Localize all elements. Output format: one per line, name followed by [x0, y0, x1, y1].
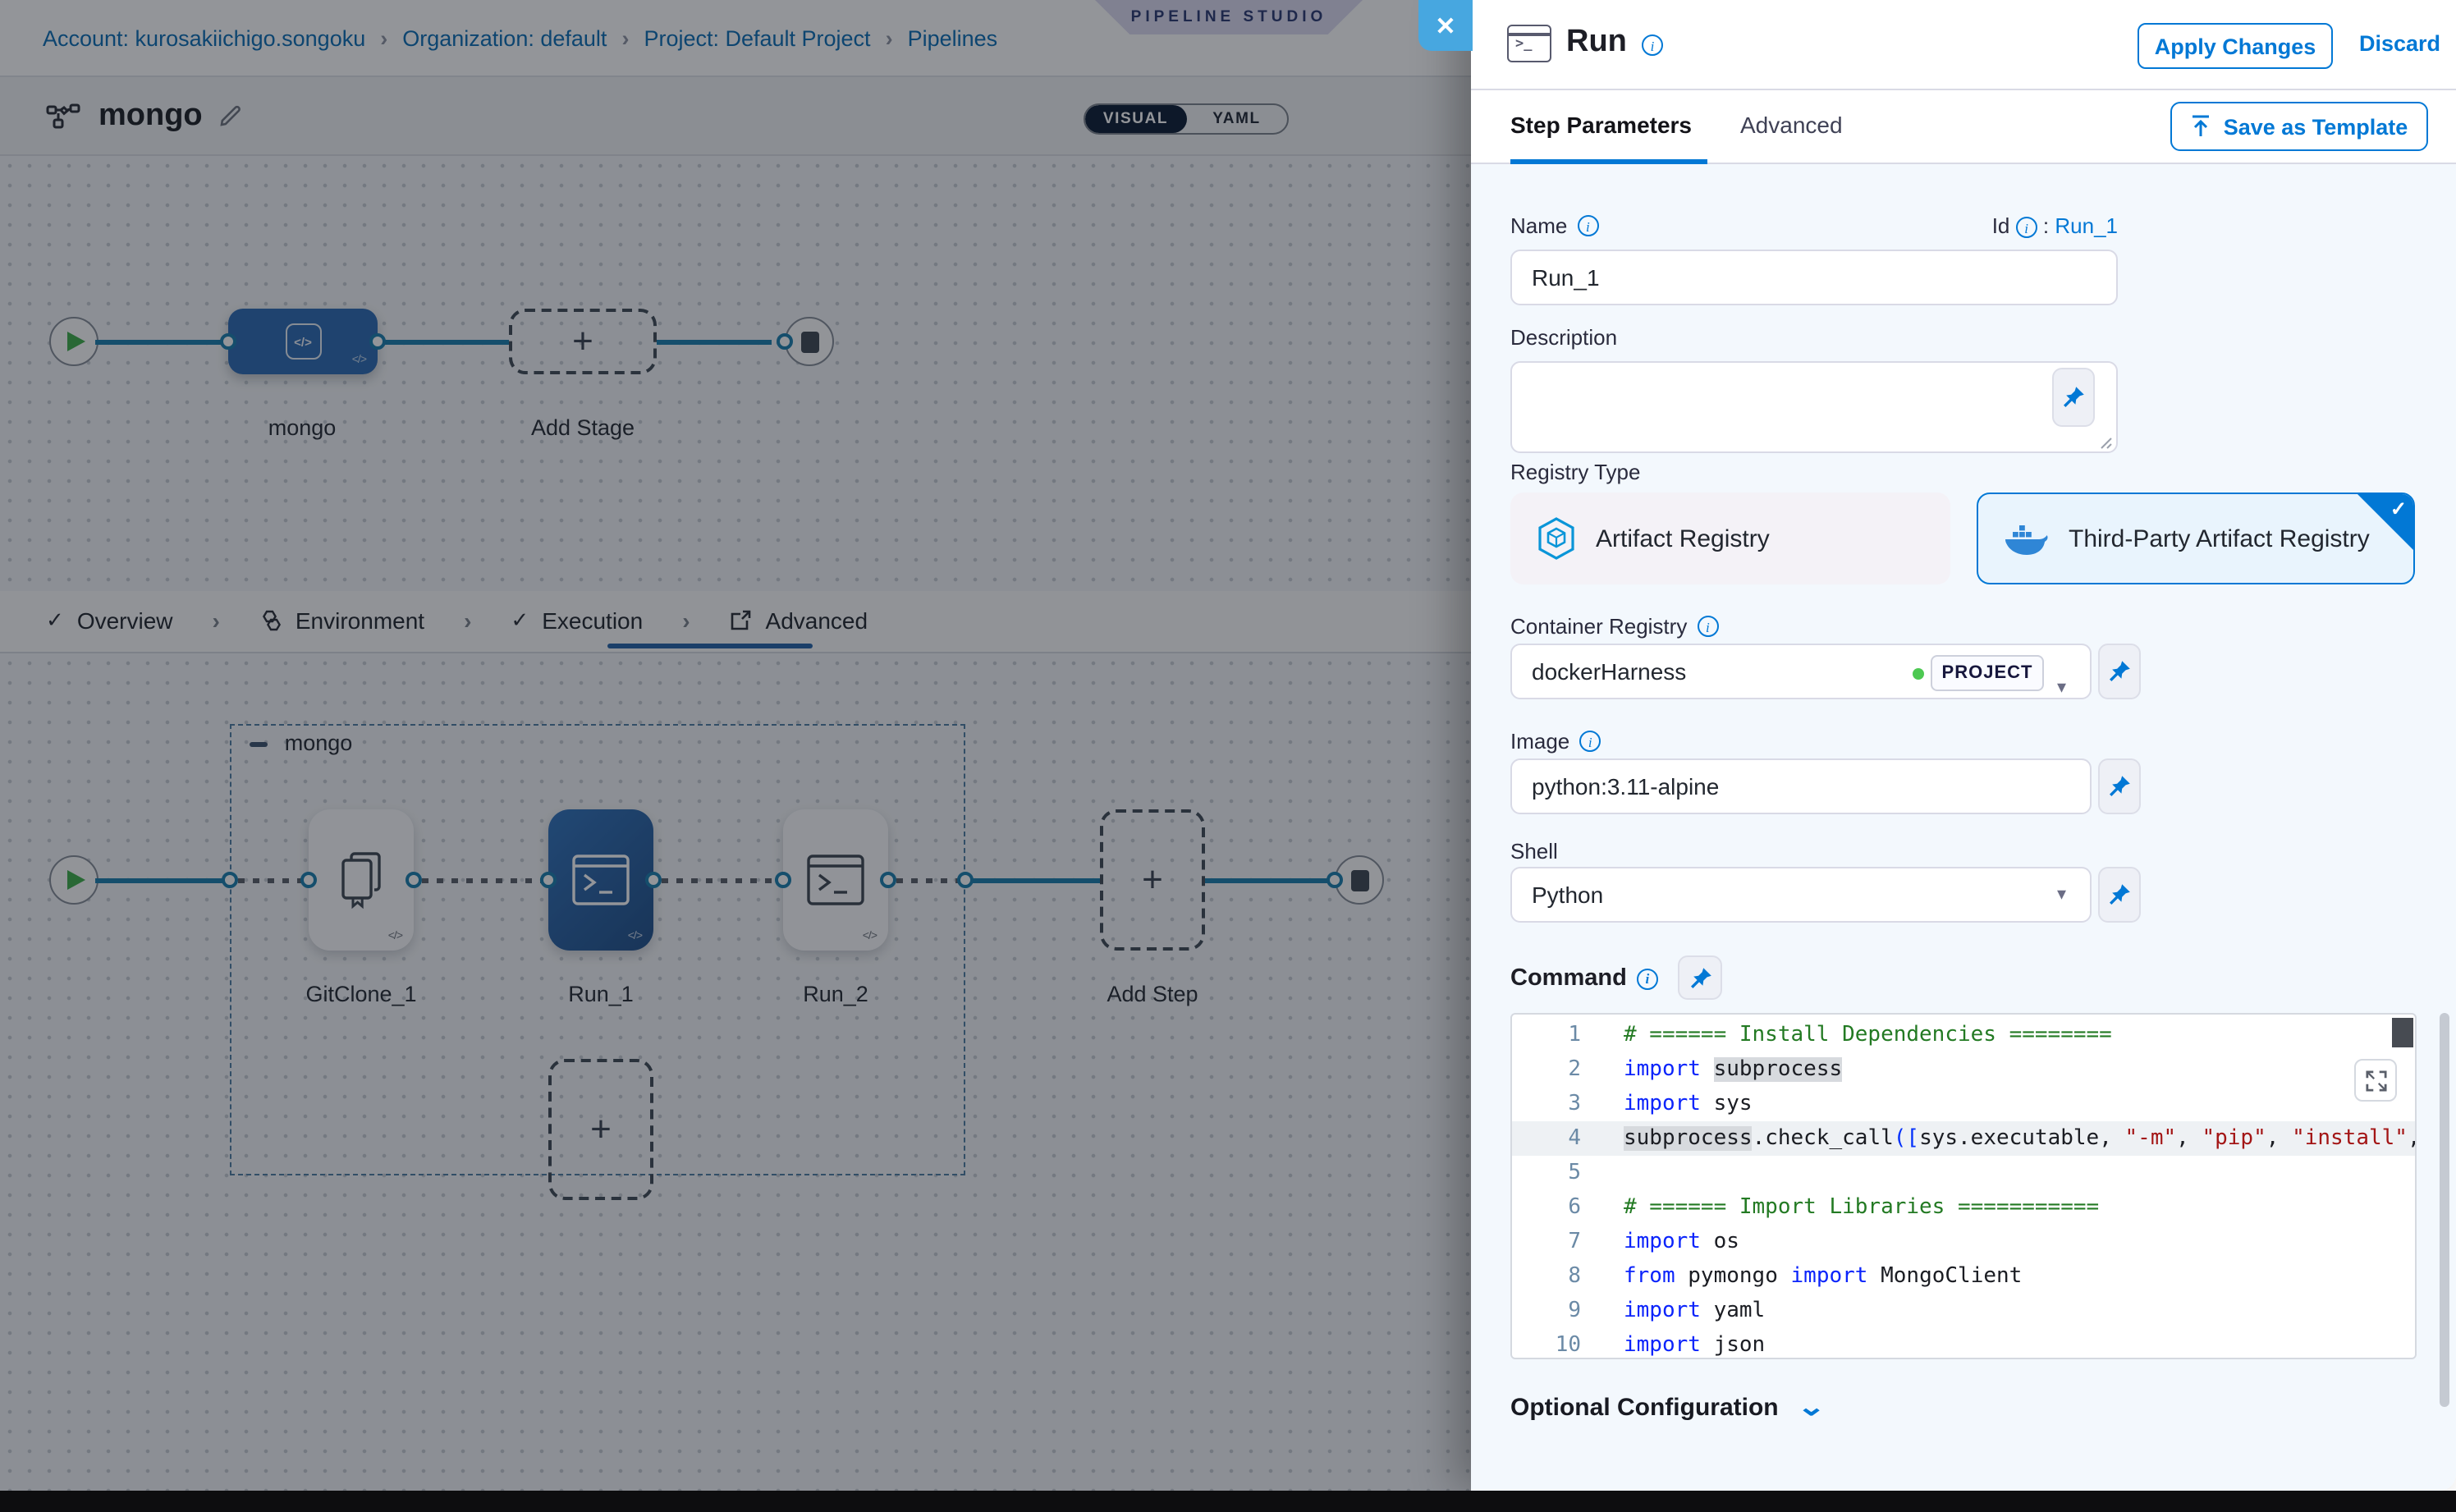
container-registry-field[interactable]: dockerHarness PROJECT ▾: [1510, 644, 2092, 699]
shell-select[interactable]: Python ▾: [1510, 867, 2092, 923]
modal-dim-overlay: [0, 0, 1473, 1491]
scope-badge: PROJECT: [1931, 655, 2044, 691]
pipeline-studio-canvas: Account: kurosakiichigo.songoku › Organi…: [0, 0, 1473, 1491]
panel-tabs: Step Parameters Advanced Save as Templat…: [1471, 90, 2456, 164]
line-number: 9: [1512, 1294, 1581, 1328]
registry-option-label: Third-Party Artifact Registry: [2069, 525, 2370, 552]
code-line[interactable]: 10import json: [1512, 1328, 2415, 1359]
expand-icon: [2365, 1070, 2386, 1091]
pin-icon: [2108, 775, 2131, 798]
line-number: 5: [1512, 1156, 1581, 1190]
info-icon[interactable]: i: [1697, 616, 1718, 637]
code-line[interactable]: 9import yaml: [1512, 1294, 2415, 1328]
info-icon[interactable]: i: [2016, 217, 2037, 238]
panel-scrollbar[interactable]: [2440, 1013, 2449, 1407]
command-code-editor[interactable]: 1# ====== Install Dependencies ========2…: [1510, 1013, 2417, 1359]
save-as-template-button[interactable]: Save as Template: [2170, 102, 2428, 151]
code-line[interactable]: 8from pymongo import MongoClient: [1512, 1259, 2415, 1294]
pin-icon: [2062, 386, 2085, 409]
connector-status-dot: [1913, 668, 1924, 680]
code-line[interactable]: 6# ====== Import Libraries ===========: [1512, 1190, 2415, 1225]
line-number: 2: [1512, 1052, 1581, 1087]
shell-label: Shell: [1510, 839, 1558, 864]
tab-advanced-panel[interactable]: Advanced: [1740, 112, 1843, 138]
registry-option-artifact[interactable]: Artifact Registry: [1510, 493, 1950, 584]
check-icon: ✓: [2390, 497, 2407, 520]
discard-button[interactable]: Discard: [2359, 31, 2440, 56]
line-number: 8: [1512, 1259, 1581, 1294]
shell-value: Python: [1532, 882, 1603, 908]
tab-step-parameters[interactable]: Step Parameters: [1510, 112, 1692, 138]
code-line[interactable]: 4subprocess.check_call([sys.executable, …: [1512, 1121, 2415, 1156]
registry-type-label: Registry Type: [1510, 460, 1641, 484]
id-value-link[interactable]: Run_1: [2055, 213, 2118, 238]
pin-runtime-input-button[interactable]: [2052, 368, 2095, 427]
pin-icon: [1688, 966, 1711, 989]
line-number: 4: [1512, 1121, 1581, 1156]
bottom-scroll-strip[interactable]: [0, 1491, 2456, 1512]
code-lines: 1# ====== Install Dependencies ========2…: [1512, 1015, 2415, 1359]
code-line[interactable]: 2import subprocess: [1512, 1052, 2415, 1087]
line-number: 3: [1512, 1087, 1581, 1121]
line-number: 7: [1512, 1225, 1581, 1259]
pin-runtime-input-button[interactable]: [2098, 867, 2141, 923]
line-number: 6: [1512, 1190, 1581, 1225]
container-registry-value: dockerHarness: [1532, 658, 1686, 685]
step-config-panel: Run i Apply Changes Discard Step Paramet…: [1471, 0, 2456, 1491]
save-template-icon: [2191, 115, 2212, 138]
save-as-template-label: Save as Template: [2224, 114, 2408, 139]
id-line: Id i : Run_1: [1510, 213, 2118, 238]
chevron-down-icon: ⌄: [1798, 1392, 1826, 1422]
container-registry-label: Container Registryi: [1510, 614, 1718, 639]
panel-header: Run i Apply Changes Discard: [1471, 0, 2456, 90]
info-icon[interactable]: i: [1637, 968, 1658, 989]
optional-configuration-toggle[interactable]: Optional Configuration ⌄: [1510, 1392, 1822, 1422]
pin-runtime-input-button[interactable]: [2098, 644, 2141, 699]
chevron-down-icon: ▾: [2057, 868, 2066, 921]
pin-icon: [2108, 883, 2131, 906]
artifact-registry-icon: [1537, 517, 1576, 560]
panel-title: Run: [1566, 25, 1627, 61]
close-panel-button[interactable]: ✕: [1418, 0, 1473, 51]
image-input[interactable]: [1510, 758, 2092, 814]
description-label: Description: [1510, 325, 1617, 350]
code-line[interactable]: 3import sys: [1512, 1087, 2415, 1121]
pin-icon: [2108, 660, 2131, 683]
chevron-down-icon[interactable]: ▾: [2057, 662, 2066, 714]
resize-handle[interactable]: [2100, 437, 2113, 450]
docker-icon: [2005, 521, 2049, 556]
info-icon[interactable]: i: [1579, 731, 1601, 752]
code-line[interactable]: 7import os: [1512, 1225, 2415, 1259]
editor-overview-ruler-mark: [2392, 1018, 2413, 1047]
info-icon[interactable]: i: [1642, 34, 1663, 56]
command-label: Commandi: [1510, 965, 1658, 992]
code-line[interactable]: 1# ====== Install Dependencies ========: [1512, 1018, 2415, 1052]
code-line[interactable]: 5: [1512, 1156, 2415, 1190]
close-icon: ✕: [1435, 11, 1455, 40]
id-label: Id: [1992, 213, 2010, 238]
run-step-icon: [1507, 25, 1551, 62]
optional-configuration-label: Optional Configuration: [1510, 1393, 1779, 1421]
expand-editor-button[interactable]: [2354, 1059, 2397, 1102]
registry-option-third-party[interactable]: Third-Party Artifact Registry ✓: [1977, 493, 2415, 584]
pin-runtime-input-button[interactable]: [1678, 955, 1722, 1000]
apply-changes-button[interactable]: Apply Changes: [2138, 23, 2333, 69]
image-label: Imagei: [1510, 729, 1601, 754]
line-number: 10: [1512, 1328, 1581, 1359]
panel-body: Namei Id i : Run_1 Description Registry …: [1471, 164, 2456, 1491]
pin-runtime-input-button[interactable]: [2098, 758, 2141, 814]
description-textarea[interactable]: [1510, 361, 2118, 453]
line-number: 1: [1512, 1018, 1581, 1052]
name-input[interactable]: [1510, 250, 2118, 305]
registry-option-label: Artifact Registry: [1596, 525, 1770, 552]
